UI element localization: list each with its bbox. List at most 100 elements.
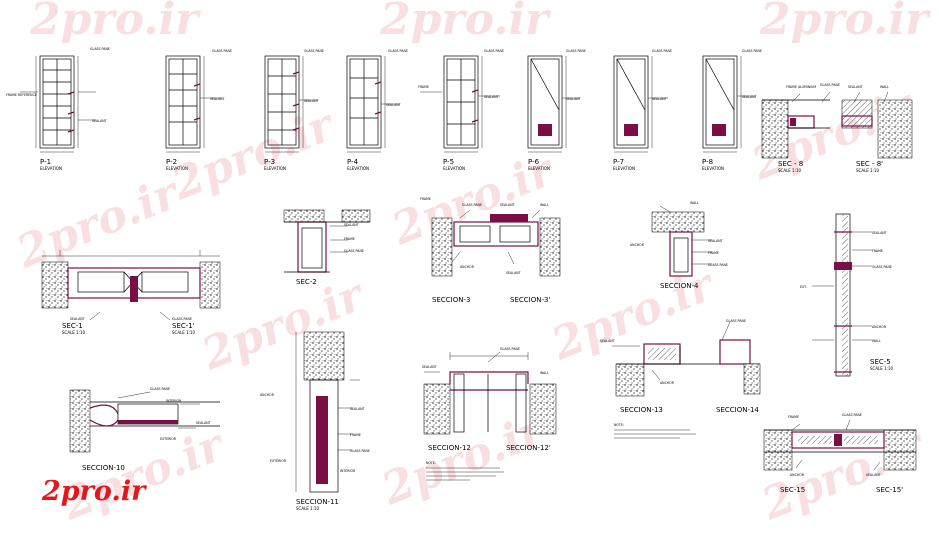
svg-text:FRAME: FRAME — [420, 197, 431, 201]
svg-text:GLASS PANE: GLASS PANE — [304, 49, 324, 53]
svg-text:GLASS PANE: GLASS PANE — [500, 347, 520, 351]
panel-label: P-2 — [166, 158, 177, 166]
panel-label: P-7 — [613, 158, 624, 166]
panel-sub-label: ELEVATION — [347, 166, 369, 171]
panel-sub-label: ELEVATION — [166, 166, 188, 171]
panel-elevation-p1: FRAME REFERENCE SEALANT GLASS PANE — [6, 47, 110, 153]
section-label: SECCION-12 — [428, 444, 471, 452]
section-label: SECCION-11 — [296, 498, 339, 506]
scale-label: SCALE 1:10 — [778, 168, 802, 173]
svg-text:SEALANT: SEALANT — [566, 97, 581, 101]
svg-text:SEALANT: SEALANT — [422, 365, 437, 369]
watermark: 2pro.ir — [759, 0, 931, 45]
svg-text:GLASS PANE: GLASS PANE — [820, 83, 840, 87]
panel-label: P-1 — [40, 158, 51, 166]
section-5-detail: SEALANT FRAME GLASS PANE ANCHOR WALL EXT… — [800, 213, 894, 377]
panel-sub-label: ELEVATION — [40, 166, 62, 171]
panel-sub-label: ELEVATION — [264, 166, 286, 171]
exterior-label: EXTERIOR — [270, 459, 287, 463]
section-2-detail: SEALANT FRAME GLASS PANE SEC-2 — [283, 209, 371, 286]
svg-text:WALL: WALL — [690, 201, 699, 205]
section-label: SECCION-3 — [432, 296, 470, 304]
panel-sub-label: ELEVATION — [702, 166, 724, 171]
svg-text:FRAME REFERENCE: FRAME REFERENCE — [6, 93, 37, 97]
svg-text:ANCHOR: ANCHOR — [460, 265, 475, 269]
panel-label: P-3 — [264, 158, 275, 166]
svg-text:SEALANT: SEALANT — [600, 339, 615, 343]
svg-text:GLASS PANE: GLASS PANE — [742, 49, 762, 53]
section-label: SEC-15' — [876, 486, 903, 494]
panel-label: P-8 — [702, 158, 713, 166]
brand-logo: 2pro.ir — [41, 476, 147, 507]
panel-elevations: FRAME REFERENCE SEALANT GLASS PANE GLASS… — [6, 47, 762, 171]
svg-text:GLASS PANE: GLASS PANE — [350, 449, 370, 453]
watermark: 2pro.ir — [9, 167, 188, 279]
notes-title: NOTE: — [614, 423, 624, 427]
svg-text:GLASS PANE: GLASS PANE — [566, 49, 586, 53]
svg-text:GLASS PANE: GLASS PANE — [708, 263, 728, 267]
svg-text:SEALANT: SEALANT — [872, 231, 887, 235]
svg-text:GLASS PANE: GLASS PANE — [172, 317, 192, 321]
exterior-label: EXTERIOR — [160, 437, 177, 441]
svg-text:ANCHOR: ANCHOR — [630, 243, 645, 247]
scale-label: SCALE 1:10 — [856, 168, 880, 173]
section-label: SECCION-14 — [716, 406, 759, 414]
section-label: SECCION-12' — [506, 444, 551, 452]
section-label: SEC-5 — [870, 358, 891, 366]
svg-text:GLASS PANE: GLASS PANE — [652, 49, 672, 53]
watermark: 2pro.ir — [194, 269, 373, 381]
svg-text:GLASS PANE: GLASS PANE — [726, 319, 746, 323]
svg-text:EXT.: EXT. — [800, 285, 807, 289]
svg-text:FRAME: FRAME — [344, 237, 355, 241]
notes-title: NOTE: — [426, 461, 436, 465]
watermark: 2pro.ir — [164, 99, 343, 211]
panel-elevation-p7: GLASS PANE SEALANT — [613, 49, 672, 153]
section-8-detail: FRAME ALUMINIUM GLASS PANE SEALANT WALL … — [761, 83, 913, 173]
svg-text:GLASS PANE: GLASS PANE — [150, 387, 170, 391]
svg-text:SEALANT: SEALANT — [304, 99, 319, 103]
panel-elevation-p3: GLASS PANE SEALANT — [264, 49, 324, 153]
svg-text:ANCHOR: ANCHOR — [872, 325, 887, 329]
section-label: SECCION-4 — [660, 282, 699, 290]
section-label: SEC - 8' — [856, 160, 883, 168]
scale-label: SCALE 1:10 — [296, 506, 320, 511]
svg-text:SEALANT: SEALANT — [484, 95, 499, 99]
panel-elevation-p4: GLASS PANE SEALANT — [346, 49, 408, 153]
svg-text:SEALANT: SEALANT — [92, 119, 107, 123]
svg-text:GLASS PANE: GLASS PANE — [872, 265, 892, 269]
svg-text:WALL: WALL — [880, 85, 889, 89]
svg-text:FRAME ALUMINIUM: FRAME ALUMINIUM — [786, 85, 816, 89]
svg-text:FRAME: FRAME — [872, 249, 883, 253]
svg-text:FRAME: FRAME — [350, 433, 361, 437]
svg-text:SEALANT: SEALANT — [866, 473, 881, 477]
panel-label: P-5 — [443, 158, 454, 166]
panel-elevation-p6: GLASS PANE SEALANT — [527, 49, 586, 153]
section-label: SEC-15 — [780, 486, 805, 494]
watermark: 2pro.ir — [379, 0, 551, 45]
svg-text:SEALANT: SEALANT — [848, 85, 863, 89]
interior-label: INTERIOR — [340, 469, 356, 473]
section-label: SEC-2 — [296, 278, 317, 286]
svg-text:GLASS PANE: GLASS PANE — [462, 203, 482, 207]
svg-text:FRAME: FRAME — [708, 251, 719, 255]
panel-elevation-p5: FRAME GLASS PANE SEALANT — [418, 49, 504, 153]
svg-text:SEALANT: SEALANT — [210, 97, 225, 101]
panel-elevation-p2: GLASS PANE SEALANT — [165, 49, 232, 153]
svg-text:SEALANT: SEALANT — [652, 97, 667, 101]
section-label: SEC - 8 — [778, 160, 803, 168]
svg-text:SEALANT: SEALANT — [500, 203, 515, 207]
section-3-detail: FRAME GLASS PANE SEALANT WALL ANCHOR SEA… — [420, 197, 561, 304]
svg-text:ANCHOR: ANCHOR — [260, 393, 275, 397]
section-11-detail: SEALANT FRAME GLASS PANE ANCHOR EXTERIOR… — [260, 331, 370, 511]
svg-text:SEALANT: SEALANT — [196, 421, 211, 425]
section-4-detail: WALL SEALANT FRAME GLASS PANE ANCHOR SEC… — [630, 201, 728, 290]
svg-text:WALL: WALL — [540, 371, 549, 375]
svg-text:SEALANT: SEALANT — [742, 95, 757, 99]
panel-sub-label: ELEVATION — [443, 166, 465, 171]
panel-label: P-6 — [528, 158, 540, 166]
section-label: SECCION-3' — [510, 296, 550, 304]
panel-sub-label: ELEVATION — [613, 166, 635, 171]
svg-text:GLASS PANE: GLASS PANE — [344, 249, 364, 253]
